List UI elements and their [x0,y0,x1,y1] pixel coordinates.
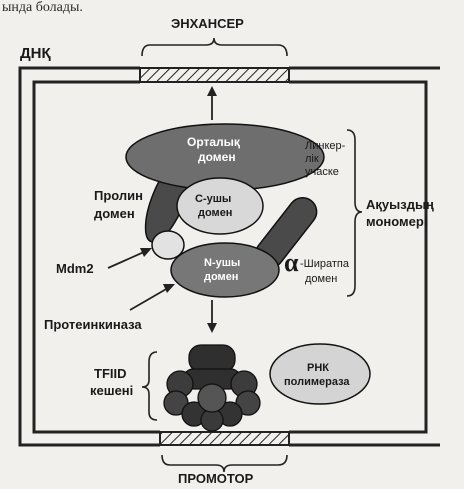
c-domain-label-2: домен [198,207,233,219]
alpha-symbol: α [284,248,299,277]
kinase-arrow [129,287,169,311]
top-text: ында болады. [2,0,83,15]
enhancer-label: ЭНХАНСЕР [171,16,244,31]
proline-domain-label-2: домен [94,206,135,221]
promoter-label: ПРОМОТОР [178,471,254,486]
tfiid-label-2: кешені [90,383,134,398]
n-domain-label-1: N-ушы [204,257,241,269]
enhancer-bracket [141,37,288,57]
dna-inner-line [32,80,428,434]
rna-polymerase-label-1: РНК [307,362,329,374]
protein-monomer-label-1: Ақуыздың [366,197,434,212]
rna-polymerase-label-2: полимераза [284,376,350,388]
c-domain-label-1: С-ушы [195,193,232,205]
tfiid-bracket [141,351,158,421]
tfiid-complex [163,344,261,432]
central-domain-label-1: Орталық [187,135,240,149]
c-domain-shape [176,177,264,235]
protein-monomer-label-2: мономері [366,214,428,229]
n-domain-label-2: домен [204,271,239,283]
rna-polymerase-shape [269,343,371,405]
mdm2-label: Mdm2 [56,261,94,276]
helix-domain-label-1: -Ширатпа [300,258,349,270]
linker-label-2: лік [305,153,319,165]
dna-label: ДНҚ [20,45,51,62]
tfiid-label-1: TFIID [94,366,127,381]
protein-kinase-label: Протеинкиназа [44,317,142,332]
mdm2-shape [151,230,185,260]
dna-outer-line [18,66,440,447]
helix-domain-label-2: домен [305,273,338,285]
mdm2-arrow [107,251,145,269]
promoter-bracket [161,454,288,473]
linker-label-1: Линкер- [305,140,346,152]
monomer-bracket [346,129,363,297]
central-domain-label-2: домен [198,150,236,164]
linker-label-3: учаске [305,166,339,178]
promoter-block [159,431,290,446]
n-domain-shape [170,242,280,298]
proline-domain-label-1: Пролин [94,188,144,203]
enhancer-block [139,67,290,83]
